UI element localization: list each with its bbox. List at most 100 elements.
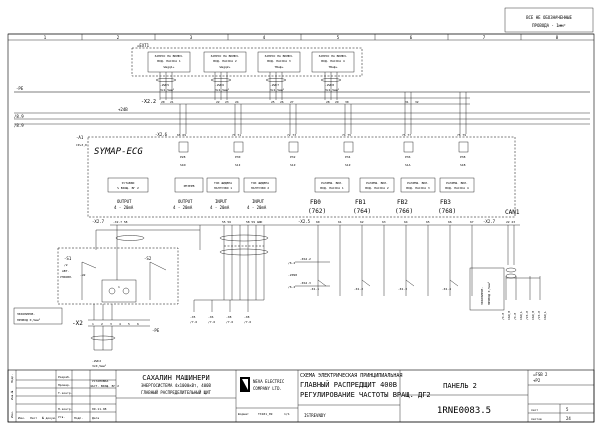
sheets-label: листов (531, 417, 542, 421)
switch-s1-line4: УПРАВЛ. (60, 275, 73, 279)
fb-name: FB3 (440, 199, 451, 206)
io-name: OUTPUT (117, 199, 132, 204)
io-range: 4 - 20mA (114, 205, 134, 210)
can-name: CAN_H (507, 311, 511, 320)
can-coils (505, 267, 517, 279)
cable-tag: -2WC6 (215, 83, 224, 87)
terminal-number: 20 (161, 100, 165, 104)
input-contacts (178, 141, 469, 153)
input-label: S1N (180, 163, 186, 167)
can-name: CAN_L (543, 311, 547, 320)
function-label: ВОД. НАСОСА 1 (320, 186, 344, 190)
ext-signal-text: ВОД. НАСОСА 2 (213, 59, 237, 63)
cable-size: 3x1,5мм² (215, 88, 230, 92)
margin-label: Изм. (10, 411, 14, 418)
left-shield-label2: ПРОВОД 0,5мм² (17, 318, 41, 322)
title-date: 09.11.98 (92, 407, 107, 411)
ext-signal-text: ЗАПРОС НА ВКЛЮЧ. (265, 54, 294, 58)
function-label: ВОД. НАСОСА 2 (365, 186, 389, 190)
ref-tag: -X6 (208, 315, 214, 319)
function-label: РАЗРЕШ. ВКЛ. (446, 181, 468, 185)
terminal-number: 31 (405, 100, 409, 104)
ext-signal-text: ВОД. НАСОСА 3 (267, 59, 291, 63)
ext-signal-text: Wagq2+ (220, 65, 231, 69)
input-pins: 74 75 (342, 133, 351, 137)
drawing-title-1: СХЕМА ЭЛЕКТРИЧЕСКАЯ ПРИНЦИПИАЛЬНАЯ (300, 373, 402, 379)
ext-signal-text: ТБеф+ (274, 65, 283, 69)
cable-shields (155, 78, 342, 82)
fb-pin: 66 (448, 220, 452, 224)
ref-tag: -X8 (244, 315, 250, 319)
ext-signal-text: ТБеф+ (328, 65, 337, 69)
switch-block-frame (57, 247, 179, 305)
terminal-number: 30 (345, 100, 349, 104)
fb-pin: 60 (316, 220, 320, 224)
ref-top: =FSB 2 (533, 372, 548, 377)
ext-signal-text: ВОД. НАСОСА 4 (321, 59, 345, 63)
io-pins: 58 59 GND (246, 220, 262, 224)
column-number: 4 (263, 35, 266, 40)
format-value: ТХ181_09 (258, 412, 273, 416)
can-shield-box (469, 267, 505, 311)
can-shield-label2: ПРОВОД 0,5мм² (487, 281, 491, 305)
input-pins: 78 79 (457, 133, 466, 137)
can-name: CAN_L (519, 311, 523, 320)
io-labels: OUTPUT 4 - 20mA OUTPUT 4 - 20mA INPUT 4 … (114, 199, 267, 210)
fb-name: FB2 (397, 199, 408, 206)
fb-pin: 62 (360, 220, 364, 224)
sheets-total: 24 (566, 416, 571, 421)
margin-label: Инв.№ (10, 391, 14, 400)
column-number: 8 (556, 35, 559, 40)
terminal-number: 2 (101, 322, 103, 326)
neva-logo-icon (240, 377, 250, 392)
terminal-number: 3 (110, 322, 112, 326)
ref-tag: /6.2 (288, 261, 295, 265)
switch-s2-tag: -S2 (144, 256, 152, 261)
ext-signal-text: ЗАПРОС НА ВКЛЮЧ. (319, 54, 348, 58)
column-number: 3 (190, 35, 193, 40)
ext-signal-text: ЗАПРОС НА ВКЛЮЧ. (155, 54, 184, 58)
row-label: Н.контр. (58, 407, 73, 411)
fb-code: (764) (353, 208, 371, 215)
doc-number: 1RNE0083.5 (437, 406, 491, 416)
terminal-number: 28 (326, 100, 330, 104)
left-cable-tag: -2WC2 (92, 359, 101, 363)
terminal-numbers: 20 21 22 23 24 25 26 27 28 29 30 31 32 (161, 100, 419, 104)
row-label: Провер. (58, 383, 71, 387)
left-cable-note2: ЧАСТ. ВРАЩ. ВГ 2 (90, 384, 119, 388)
drawing-title-2: ГЛАВНЫЙ РАСПРЕДЩИТ 400В (300, 380, 397, 389)
ref-tag: -2098 (288, 273, 297, 277)
terminal-number: 32 (415, 100, 419, 104)
fb-labels: FB0 FB1 FB2 FB3 (762) (764) (766) (768) (308, 199, 456, 215)
column-ruler (81, 34, 522, 40)
cable-tag: -2WC5 (160, 83, 169, 87)
company-line2: ЭНЕРГОСИСТЕМА 4х1000кВт, 400В (141, 383, 211, 388)
terminal-number: 24 (235, 100, 239, 104)
strip-label: № докум. (42, 416, 57, 420)
terminal-number: 22 (216, 100, 220, 104)
title-block: Изм. Лист № докум. Подп. Дата Разраб. Пр… (7, 369, 595, 423)
relay-tag: -K1.2 (354, 287, 363, 291)
terminal-number: 1 (92, 322, 94, 326)
fb-code: (766) (395, 208, 413, 215)
column-number: 5 (337, 35, 340, 40)
terminal-number: 27 (290, 100, 294, 104)
fb-code: (762) (308, 208, 326, 215)
function-label: НАГРУЗКИ 2 (251, 186, 269, 190)
controller-x25: -X2.5 (298, 219, 311, 224)
left-cable-note1: УСТАНОВКА (92, 379, 108, 383)
controller-subtag: CP+3,0 (76, 143, 87, 147)
switch-h1: 1 (118, 285, 120, 289)
ref-value: /7.6 (244, 320, 251, 324)
switch-s1-tag: -S1 (64, 256, 72, 261)
left-cable-size: 3x0,5мм² (92, 364, 107, 368)
margin-label: Подп. (10, 374, 14, 383)
rail-label-l: /8.9 (14, 114, 24, 119)
column-number: 7 (483, 35, 486, 40)
can-refs: /4.8 CAN_H /4.8 CAN_L /23.8 CAN_H /23.8 … (501, 311, 547, 320)
controller-inputs: 68 69 70 71 72 73 74 75 76 77 78 79 (177, 133, 466, 137)
strip-label: Дата (92, 416, 99, 420)
wire-note-line2: ПРОВОДА - 1мм² (532, 23, 566, 28)
input-label: S1Z (290, 163, 296, 167)
